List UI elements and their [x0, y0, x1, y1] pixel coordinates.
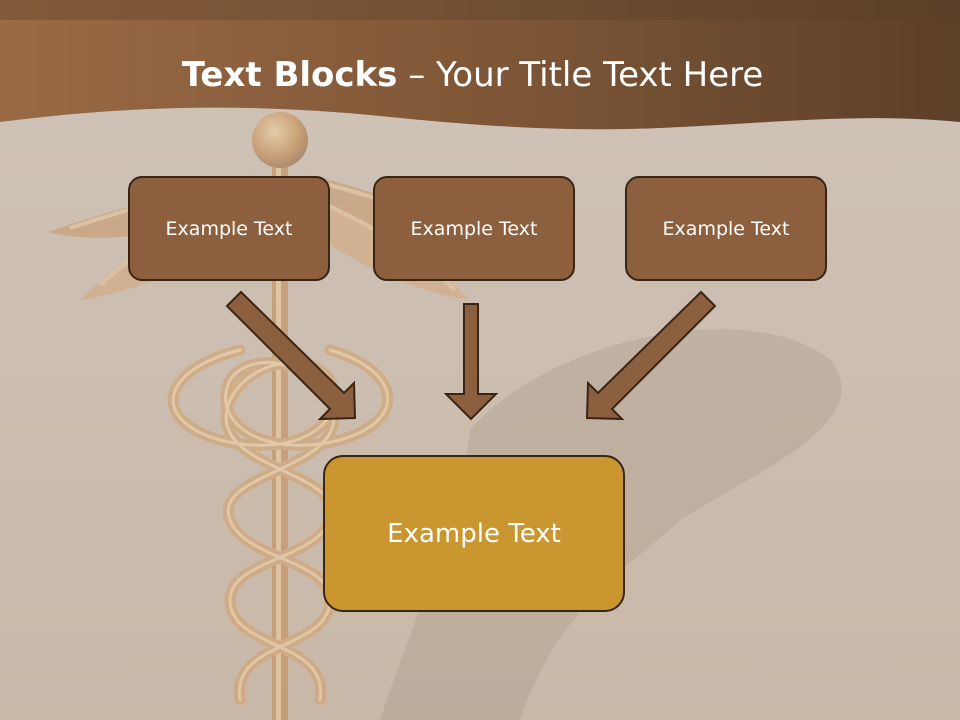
- text-block-3-label: Example Text: [662, 217, 790, 240]
- result-block[interactable]: Example Text: [323, 455, 625, 612]
- text-block-3[interactable]: Example Text: [625, 176, 827, 281]
- arrow-right: [585, 290, 717, 421]
- text-block-2-label: Example Text: [410, 217, 538, 240]
- text-block-1[interactable]: Example Text: [128, 176, 330, 281]
- header-band: [0, 0, 960, 130]
- title-rest: Your Title Text Here: [436, 55, 764, 95]
- title-dash: –: [397, 55, 437, 95]
- arrow-left: [225, 290, 357, 421]
- title-bold: Text Blocks: [181, 55, 398, 95]
- result-block-label: Example Text: [387, 518, 561, 549]
- text-block-2[interactable]: Example Text: [373, 176, 575, 281]
- arrow-center: [443, 303, 499, 421]
- text-block-1-label: Example Text: [165, 217, 293, 240]
- slide-title: Text Blocks – Your Title Text Here: [0, 52, 945, 98]
